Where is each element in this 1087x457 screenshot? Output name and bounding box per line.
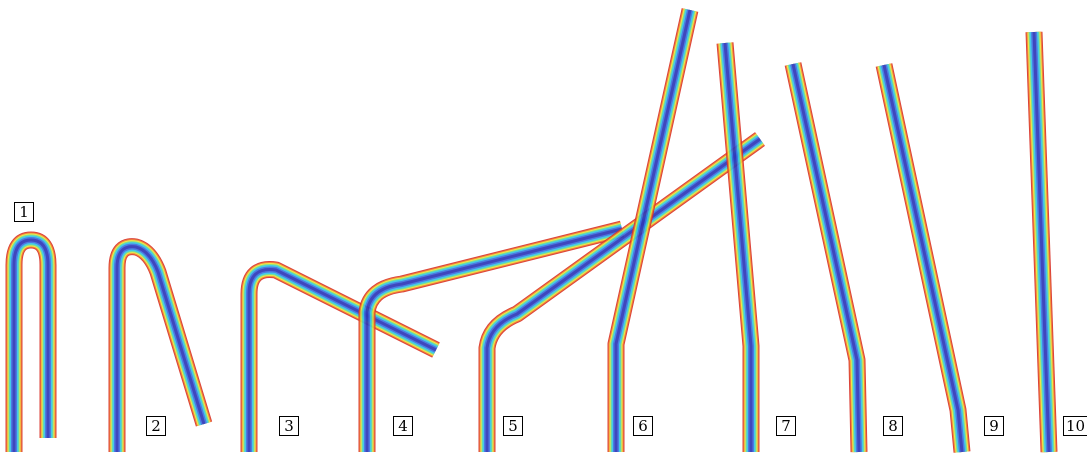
strip-stage-10 xyxy=(1025,31,1058,453)
strip-stage-3 xyxy=(240,261,440,452)
strip-stage-4 xyxy=(358,220,625,452)
strip-stage-6 xyxy=(607,8,699,452)
strip-band xyxy=(247,268,437,452)
strip-band xyxy=(614,9,692,452)
stage-label-10: 10 xyxy=(1063,416,1087,436)
strip-band xyxy=(723,42,753,452)
stage-label-9: 9 xyxy=(984,416,1004,436)
stage-label-4: 4 xyxy=(393,416,413,436)
stage-label-8: 8 xyxy=(883,416,903,436)
strip-band xyxy=(12,238,50,452)
stage-label-6: 6 xyxy=(633,416,653,436)
strip-band xyxy=(365,227,623,452)
strip-stage-9 xyxy=(875,63,971,453)
stage-label-5: 5 xyxy=(503,416,523,436)
stage-label-1: 1 xyxy=(14,202,34,222)
strip-stage-7 xyxy=(716,42,760,452)
strip-stage-1 xyxy=(5,231,57,452)
strip-band xyxy=(882,64,964,453)
strip-stage-2 xyxy=(108,238,213,452)
strip-stage-5 xyxy=(478,132,765,452)
strip-band xyxy=(8,234,54,452)
stage-label-2: 2 xyxy=(146,416,166,436)
stage-label-7: 7 xyxy=(776,416,796,436)
strip-band xyxy=(485,137,761,452)
stage-label-3: 3 xyxy=(279,416,299,436)
strip-stage-8 xyxy=(784,62,868,453)
strip-band xyxy=(115,245,206,452)
strip-band xyxy=(1032,31,1051,453)
strip-band xyxy=(791,63,861,453)
strip-band xyxy=(790,63,862,453)
